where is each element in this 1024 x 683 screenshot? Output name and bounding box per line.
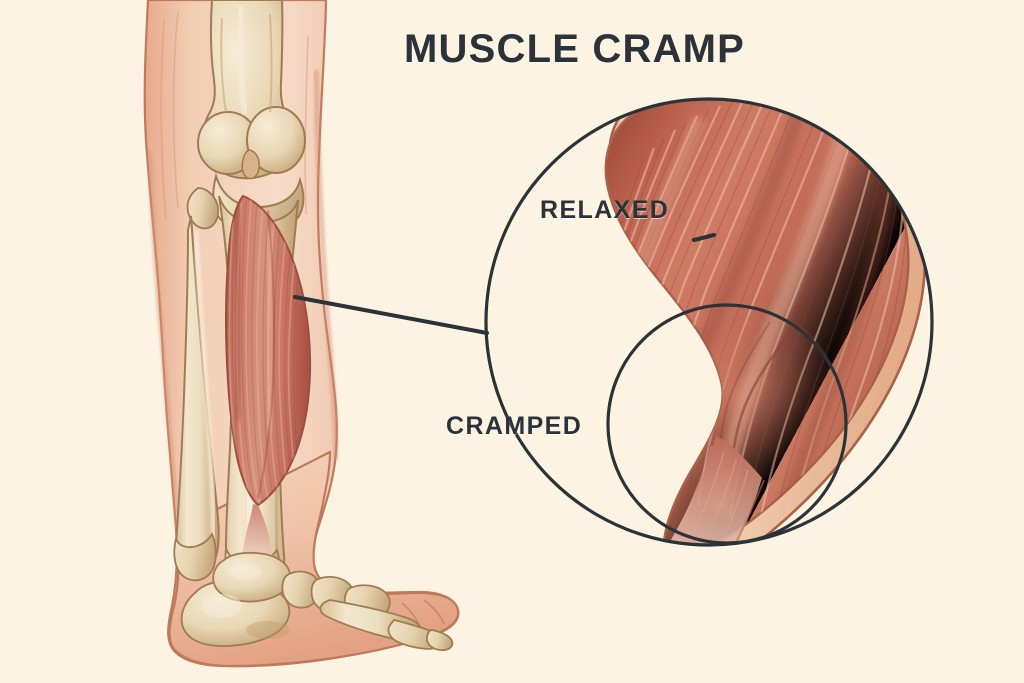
label-cramped: CRAMPED [446, 412, 583, 440]
calf-midline [257, 209, 276, 499]
magnifier-outer-circle [484, 97, 934, 547]
label-relaxed: RELAXED [540, 196, 670, 224]
fascia-edge-right [687, 479, 765, 545]
tendon-striations [636, 445, 749, 545]
leg-anatomy-figure [143, 0, 460, 668]
fibula-bone [173, 187, 220, 582]
femur-lateral-condyle [246, 106, 306, 174]
phalanx-distal [426, 629, 454, 652]
leader-line [293, 295, 489, 335]
lateral-malleolus [173, 531, 217, 582]
leg-shadow-right [313, 69, 340, 461]
magnifier-inner-circle [606, 303, 848, 545]
leg-shadow-left [147, 149, 181, 531]
femur-bone [197, 0, 306, 180]
page-title: MUSCLE CRAMP [404, 27, 746, 71]
relaxed-pointer-tick [692, 233, 716, 242]
foot-bones [180, 551, 454, 652]
intercondylar-notch [241, 149, 260, 180]
fibula-head [186, 187, 220, 230]
